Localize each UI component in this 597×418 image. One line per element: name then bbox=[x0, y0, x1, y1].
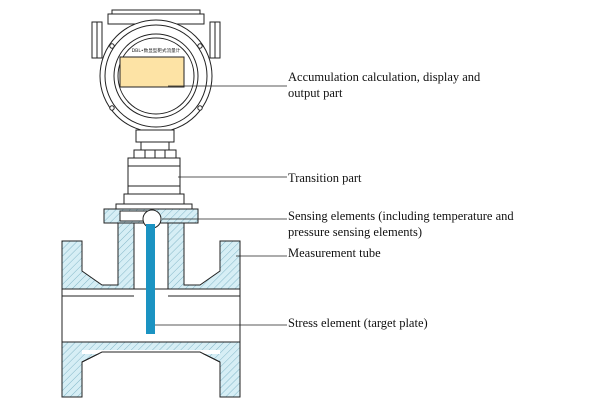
label-transition-line1: Transition part bbox=[288, 171, 362, 185]
label-sensing-line2: pressure sensing elements) bbox=[288, 225, 422, 239]
device-caption: DBL•数显型靶式流量计 bbox=[132, 47, 181, 54]
label-sensing: Sensing elements (including temperature … bbox=[288, 209, 517, 239]
label-stress: Stress element (target plate) bbox=[288, 316, 428, 330]
label-accumulation: Accumulation calculation, display and ou… bbox=[288, 70, 483, 100]
stress-element bbox=[146, 224, 155, 334]
leader-lines bbox=[155, 85, 287, 326]
label-transition: Transition part bbox=[288, 171, 362, 185]
transition-part bbox=[115, 157, 193, 211]
label-accumulation-line2: output part bbox=[288, 86, 343, 100]
housing-neck bbox=[133, 129, 177, 159]
display-window bbox=[119, 56, 185, 88]
label-accumulation-line1: Accumulation calculation, display and bbox=[288, 70, 481, 84]
label-stress-line1: Stress element (target plate) bbox=[288, 316, 428, 330]
label-tube: Measurement tube bbox=[288, 246, 381, 260]
label-tube-line1: Measurement tube bbox=[288, 246, 381, 260]
label-sensing-line1: Sensing elements (including temperature … bbox=[288, 209, 514, 223]
